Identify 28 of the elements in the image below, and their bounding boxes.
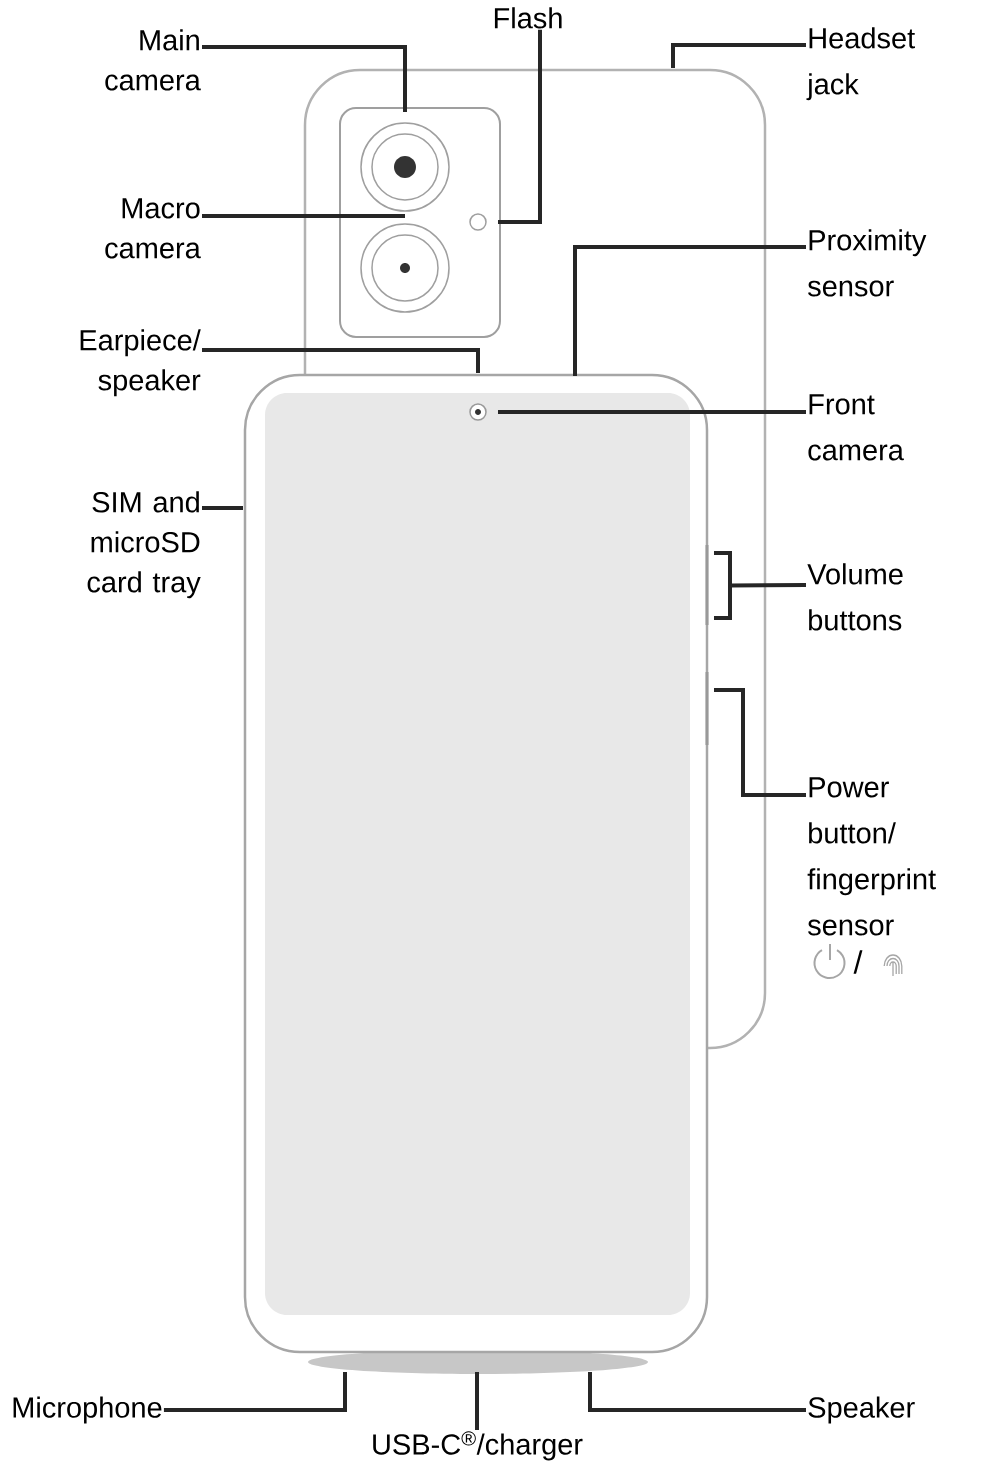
callout-label: Earpiece/ speaker xyxy=(80,329,201,397)
leader-line xyxy=(730,583,806,588)
leader-line xyxy=(573,245,806,376)
callout-label: Volume buttons xyxy=(807,563,903,631)
leader-line xyxy=(588,1372,806,1412)
callout-label: Front camera xyxy=(808,394,904,461)
leader-line xyxy=(202,348,480,373)
callout-label: USB-C$^{®}$/charger xyxy=(373,1431,583,1461)
callout-label: Macro camera xyxy=(105,198,201,259)
bracket xyxy=(714,551,732,620)
leader-line xyxy=(202,506,243,510)
slash: / xyxy=(853,950,863,974)
leader-line xyxy=(202,45,407,112)
leader-line xyxy=(475,1372,479,1430)
leader-line xyxy=(671,43,806,68)
leader-line xyxy=(498,410,806,414)
leader-line xyxy=(202,214,405,218)
callout-label: Headset jack xyxy=(806,27,915,101)
callout-label: Flash xyxy=(494,7,562,29)
leader-line xyxy=(163,1372,347,1412)
leader-line xyxy=(714,688,806,797)
callout-label: SIM and microSD card tray xyxy=(87,491,201,599)
callout-label: Proximity sensor xyxy=(808,229,927,297)
callout-label: Power button/ fingerprint sensor xyxy=(807,777,936,936)
callout-label: Speaker xyxy=(808,1396,915,1424)
callout-label: Microphone xyxy=(13,1396,162,1424)
leader-line xyxy=(498,29,542,224)
callout-label: Main camera xyxy=(105,29,201,91)
